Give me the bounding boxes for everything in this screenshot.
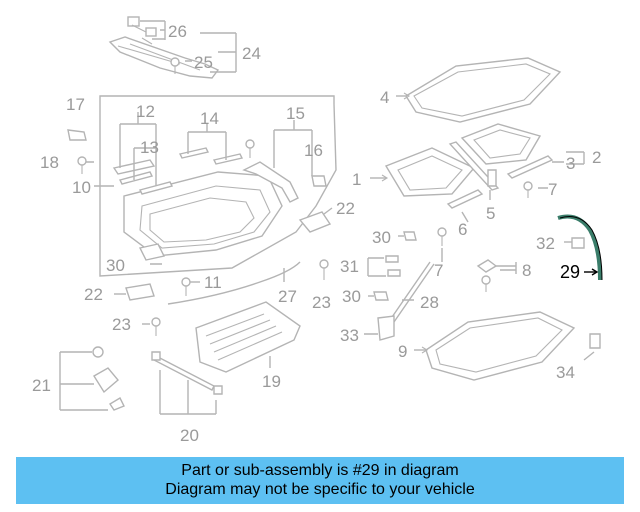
middle-fasteners: 30 32 31 8 7: [340, 227, 585, 301]
callout-30-upper: 30: [372, 228, 391, 247]
callout-25: 25: [194, 53, 213, 72]
banner-line-1: Part or sub-assembly is #29 in diagram: [181, 462, 459, 479]
bracket-21: 21: [32, 346, 125, 411]
callout-10: 10: [72, 178, 91, 197]
callout-4: 4: [380, 88, 389, 107]
info-banner: Part or sub-assembly is #29 in diagram D…: [16, 457, 624, 504]
callout-6: 6: [458, 220, 467, 239]
callout-20: 20: [180, 426, 199, 445]
callout-33: 33: [340, 326, 359, 345]
callout-32: 32: [536, 234, 555, 253]
callout-17: 17: [66, 95, 85, 114]
callout-24: 24: [242, 44, 261, 63]
callout-31: 31: [340, 257, 359, 276]
callout-27: 27: [278, 287, 297, 306]
callout-13: 13: [140, 138, 159, 157]
callout-22-lower: 22: [84, 285, 103, 304]
callout-22-upper: 22: [336, 199, 355, 218]
rail-20: 20: [151, 351, 223, 445]
callout-8: 8: [522, 261, 531, 280]
callout-15: 15: [286, 104, 305, 123]
callout-34: 34: [556, 363, 575, 382]
callout-23-left: 23: [112, 315, 131, 334]
callout-7-mid: 7: [434, 261, 443, 280]
bracket-22-upper: 22: [298, 199, 355, 233]
callout-2: 2: [592, 148, 601, 167]
callout-1: 1: [352, 170, 361, 189]
callout-30-lower: 30: [342, 287, 361, 306]
callout-26: 26: [168, 22, 187, 41]
callout-7-top: 7: [548, 180, 557, 199]
callout-3: 3: [566, 154, 575, 173]
lower-left-parts: 11 22 27 23 23: [84, 259, 331, 336]
parts-diagram: 26 24 25 4 17 12 14 15 13 16 18 10: [32, 16, 603, 445]
callout-5: 5: [486, 204, 495, 223]
callout-29: 29: [560, 262, 580, 282]
callout-14: 14: [200, 109, 219, 128]
glass-frame-lower: 9: [398, 311, 576, 381]
callout-16-top: 16: [304, 141, 323, 160]
callout-16-bottom: 30: [106, 256, 125, 275]
glass-frame-upper: 4: [380, 57, 562, 123]
sunroof-housing: 17 12 14 15 13 16 18 10 30: [40, 95, 337, 277]
callout-12: 12: [136, 102, 155, 121]
callout-28: 28: [420, 293, 439, 312]
drain-pipe-group: 30 28 33: [340, 261, 439, 345]
clip-34: 34: [556, 333, 601, 382]
sunshade-19: 19: [195, 301, 301, 391]
banner-line-2: Diagram may not be specific to your vehi…: [165, 481, 475, 498]
callout-9: 9: [398, 342, 407, 361]
callout-18: 18: [40, 153, 59, 172]
callout-19: 19: [262, 372, 281, 391]
callout-21: 21: [32, 376, 51, 395]
callout-11: 11: [204, 273, 222, 292]
callout-23-right: 23: [312, 293, 331, 312]
glass-panel-group: 3 2 1 7 5 6: [352, 123, 601, 239]
trim-rail-group: 26 24 25: [108, 16, 261, 79]
drain-hose-29: 29: [557, 214, 603, 282]
